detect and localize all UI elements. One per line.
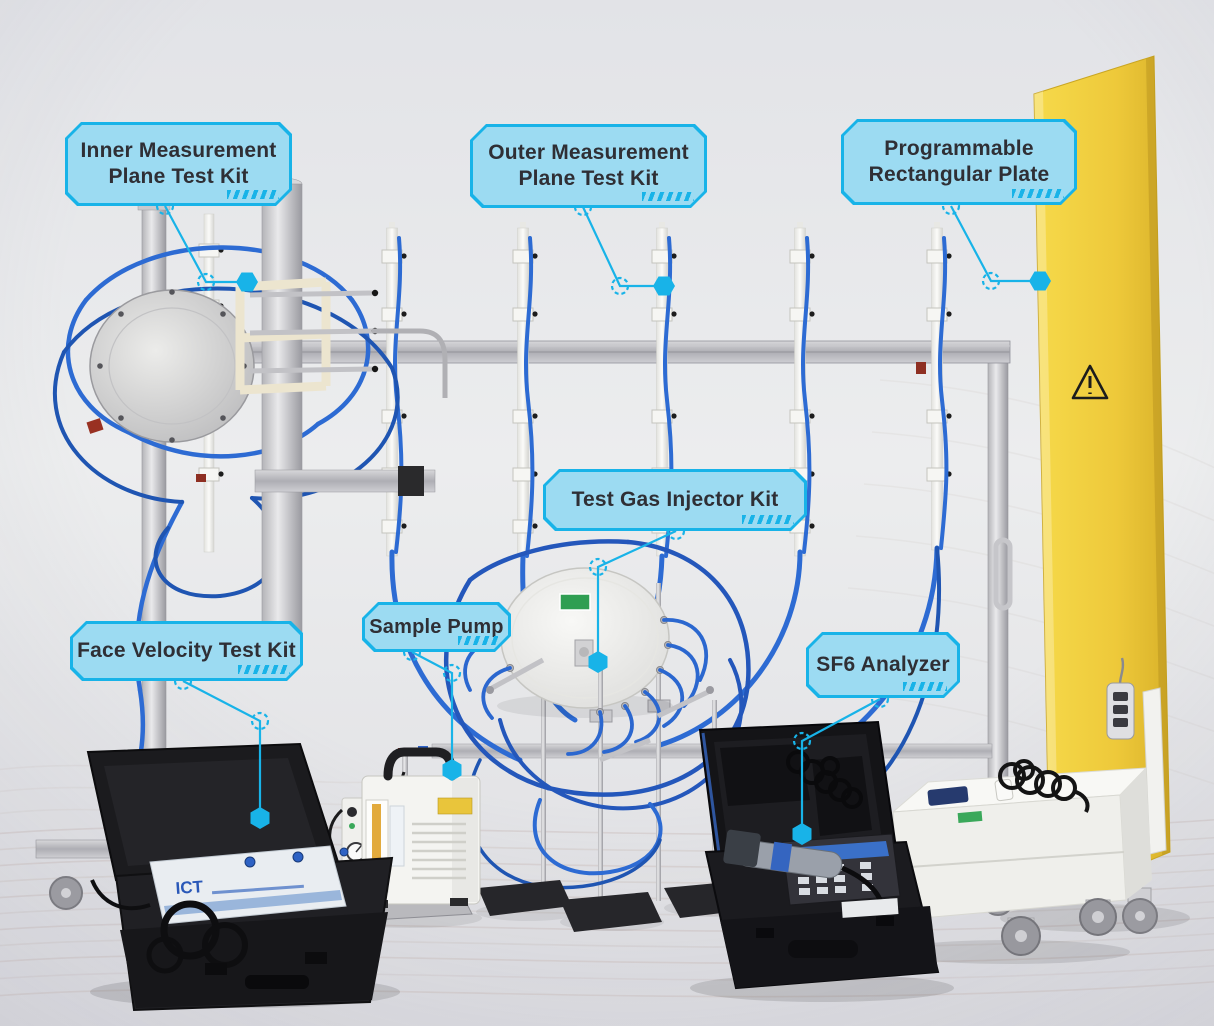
hatch-marks-icon [903,682,947,691]
callout-background [844,122,1074,202]
callout-label: Face Velocity Test Kit [77,639,296,663]
leader-test-gas-injector [588,521,686,673]
data-logger-brand: ICT [175,877,204,898]
callout-face-velocity: Face Velocity Test Kit [70,621,303,681]
callout-label: Outer Measurement Plane Test Kit [488,141,689,190]
callout-label: Inner Measurement Plane Test Kit [80,139,277,188]
callout-programmable-plate: Programmable Rectangular Plate [841,119,1077,205]
coiled-cable [998,759,1090,813]
hatch-marks-icon [458,636,498,645]
handheld-device [927,786,969,806]
callout-test-gas-injector: Test Gas Injector Kit [543,469,807,531]
test-gas-injector-kit [443,539,768,932]
sf6-analyzer-case [690,720,954,1002]
callout-outer-measurement: Outer Measurement Plane Test Kit [470,124,707,208]
case-handle [788,940,858,958]
callout-leader-lines [155,196,1051,845]
white-cart-box [890,759,1152,964]
hatch-marks-icon [642,192,694,201]
green-label [559,593,591,611]
case-handle [245,975,309,989]
injector-disc [500,567,670,709]
leader-face-velocity [173,671,270,829]
bent-pipe [372,328,448,398]
programmable-rectangular-plate [1000,55,1190,934]
control-pendant [1106,682,1135,740]
callout-label: Programmable Rectangular Plate [868,137,1050,186]
callout-sample-pump: Sample Pump [362,602,511,652]
flow-meter [372,804,381,888]
leader-outer-measurement [573,197,675,296]
pendant-cable [1118,657,1125,685]
coiled-cord [786,750,863,809]
sample-pump-device [328,746,482,928]
hatch-marks-icon [238,665,290,674]
callout-label: SF6 Analyzer [816,653,950,677]
flange-disc [89,289,255,443]
leader-sample-pump [402,642,462,781]
face-velocity-case: ICT [86,742,400,1012]
frame-handle [993,537,1013,611]
hatch-marks-icon [227,190,279,199]
callout-label: Sample Pump [369,615,504,638]
handheld-probe [723,829,843,879]
warning-triangle-icon [1071,364,1109,400]
callout-sf6-analyzer: SF6 Analyzer [806,632,960,698]
callout-label: Test Gas Injector Kit [571,488,779,512]
hatch-marks-icon [742,515,794,524]
hatch-marks-icon [1012,189,1064,198]
callout-inner-measurement: Inner Measurement Plane Test Kit [65,122,292,206]
